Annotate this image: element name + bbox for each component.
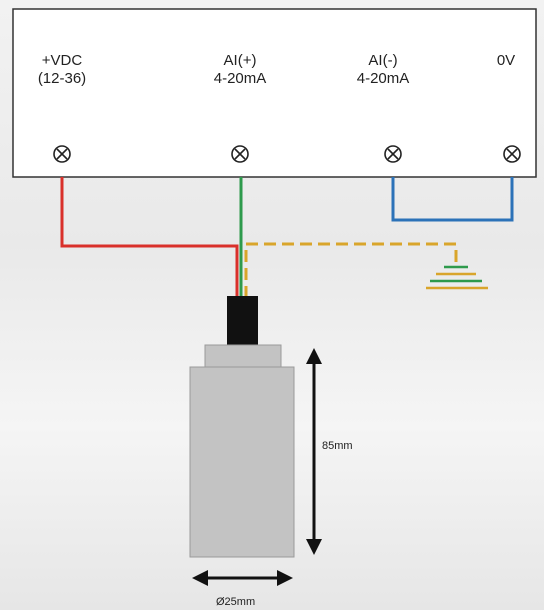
earth-ground-icon — [426, 265, 488, 290]
terminal-label-zero-v-line1: 0V — [496, 52, 516, 69]
terminal-label-zero-v: 0V — [476, 52, 536, 70]
terminal-label-vdc-line2: (12-36) — [37, 70, 87, 87]
terminal-label-ai-minus-line1: AI(-) — [368, 52, 398, 69]
terminal-label-ai-plus-line1: AI(+) — [223, 52, 257, 69]
diameter-dimension-arrow — [192, 570, 293, 586]
terminal-label-vdc: +VDC (12-36) — [22, 52, 102, 88]
terminal-block — [12, 8, 537, 178]
wire-red — [60, 177, 239, 298]
shield-wire — [244, 242, 458, 298]
terminal-screw-zero-v — [503, 145, 521, 163]
diameter-dimension-label: Ø25mm — [216, 596, 256, 608]
terminal-label-vdc-line1: +VDC — [41, 52, 83, 69]
terminal-label-ai-plus-line2: 4-20mA — [213, 70, 267, 87]
sensor-body — [189, 366, 295, 558]
terminal-screw-ai-minus — [384, 145, 402, 163]
sensor-cap — [204, 344, 282, 370]
terminal-screw-vdc — [53, 145, 71, 163]
sensor-connector — [227, 296, 258, 348]
terminal-label-ai-plus: AI(+) 4-20mA — [200, 52, 280, 88]
terminal-label-ai-minus: AI(-) 4-20mA — [343, 52, 423, 88]
height-dimension-label: 85mm — [322, 440, 353, 452]
height-dimension-arrow — [306, 348, 322, 555]
wire-blue — [391, 177, 514, 222]
terminal-label-ai-minus-line2: 4-20mA — [356, 70, 410, 87]
terminal-screw-ai-plus — [231, 145, 249, 163]
